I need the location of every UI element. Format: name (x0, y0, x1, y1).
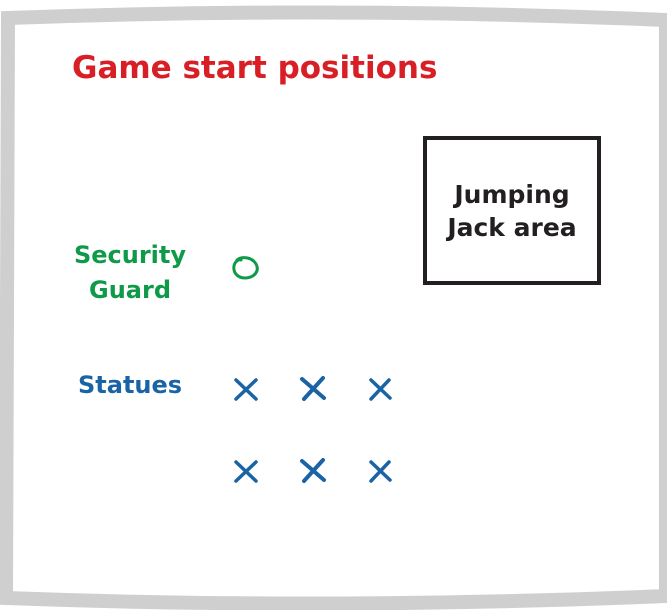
statue-cross-icon (369, 460, 392, 483)
statue-cross-icon (369, 378, 392, 401)
security-guard-label: Security Guard (73, 241, 187, 304)
statue-cross-icon (234, 460, 258, 483)
security-guard-circle-icon (232, 256, 259, 280)
statue-cross-icon (300, 458, 326, 483)
statue-cross-icon (300, 376, 326, 401)
statue-cross-icon (234, 378, 258, 401)
jumping-jack-area-label: Jumping Jack area (447, 179, 577, 242)
statues-label: Statues (78, 371, 183, 399)
page-title: Game start positions (72, 50, 438, 86)
jumping-jack-area-box: Jumping Jack area (423, 136, 601, 285)
